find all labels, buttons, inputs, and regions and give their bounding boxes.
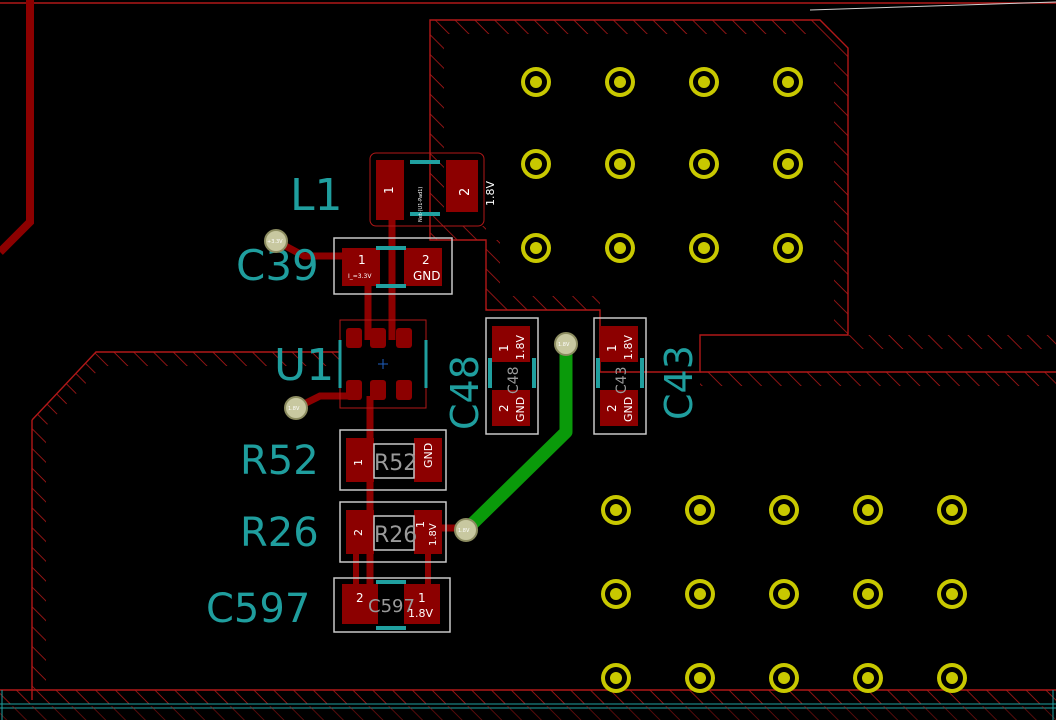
ref-U1: U1 bbox=[274, 340, 334, 391]
fab-label-R52: R52 bbox=[374, 451, 417, 476]
pad-number: 1 bbox=[352, 459, 365, 466]
thermal-via-core bbox=[946, 504, 958, 516]
thermal-via-core bbox=[530, 76, 542, 88]
thermal-via-core bbox=[778, 672, 790, 684]
thermal-via-core bbox=[946, 588, 958, 600]
pad-number: 2 bbox=[352, 529, 365, 536]
thermal-via-core bbox=[782, 158, 794, 170]
ref-R26: R26 bbox=[240, 510, 319, 556]
ref-L1: L1 bbox=[290, 170, 343, 221]
thermal-via-core bbox=[698, 158, 710, 170]
thermal-via-core bbox=[610, 588, 622, 600]
pad-number: 1 bbox=[358, 253, 366, 267]
pad-number: 2 bbox=[497, 404, 511, 412]
component-U1[interactable]: U1 bbox=[274, 319, 428, 409]
svg-text:1.8V: 1.8V bbox=[288, 406, 300, 412]
pad-net-label: 1.8V bbox=[514, 335, 527, 360]
thermal-via-core bbox=[694, 672, 706, 684]
via-1v8-r26 bbox=[454, 518, 478, 542]
component-C48[interactable]: C48 C48 1 1.8V 2 GND bbox=[443, 317, 539, 435]
via-3v3 bbox=[264, 229, 288, 253]
fab-label-C43: C43 bbox=[614, 366, 630, 394]
component-R52[interactable]: R52 R52 1 GND bbox=[240, 429, 447, 491]
signal-vias: +3.3V 1.8V 1.8V 1.8V bbox=[264, 229, 578, 542]
pad-net-label: I_=3.3V bbox=[348, 273, 372, 280]
ref-R52: R52 bbox=[240, 438, 319, 484]
thermal-via-core bbox=[530, 158, 542, 170]
via-array bbox=[521, 67, 967, 693]
thermal-via-core bbox=[694, 504, 706, 516]
thermal-via-core bbox=[862, 672, 874, 684]
pad-net-label: GND bbox=[622, 397, 635, 422]
component-L1[interactable]: L1 1 Net-(U1-Pad1) 2 1.8V bbox=[290, 152, 497, 227]
thermal-via-core bbox=[610, 672, 622, 684]
ref-C597: C597 bbox=[206, 586, 310, 632]
thermal-via-core bbox=[530, 242, 542, 254]
component-R26[interactable]: R26 R26 1 1.8V 2 bbox=[240, 501, 447, 563]
via-1v8-left bbox=[284, 396, 308, 420]
fab-label-C48: C48 bbox=[506, 366, 522, 394]
pad-net-label: 1.8V bbox=[484, 181, 497, 206]
thermal-via-core bbox=[862, 588, 874, 600]
thermal-via-core bbox=[782, 242, 794, 254]
svg-text:1.8V: 1.8V bbox=[458, 528, 470, 534]
thermal-via-core bbox=[778, 504, 790, 516]
ref-C43: C43 bbox=[657, 345, 701, 420]
pad-number: 1 bbox=[605, 344, 619, 352]
pad-number: 2 bbox=[458, 188, 473, 196]
pad-net-label: Net-(U1-Pad1) bbox=[418, 187, 424, 222]
pad-net-label: GND bbox=[422, 443, 435, 468]
thermal-via-core bbox=[946, 672, 958, 684]
pad-number: 1 bbox=[382, 186, 396, 194]
pad-number: 1 bbox=[497, 344, 511, 352]
pad-number: 2 bbox=[422, 253, 430, 267]
thermal-via-core bbox=[698, 242, 710, 254]
pad-net-label: GND bbox=[413, 269, 441, 283]
pad-number: 1 bbox=[414, 521, 427, 528]
thermal-via-core bbox=[698, 76, 710, 88]
pad-net-label: GND bbox=[514, 397, 527, 422]
svg-text:1.8V: 1.8V bbox=[558, 342, 570, 348]
component-C597[interactable]: C597 C597 1 1.8V 2 bbox=[206, 577, 451, 633]
via-1v8-top bbox=[554, 332, 578, 356]
thermal-via-core bbox=[614, 158, 626, 170]
thermal-via-core bbox=[610, 504, 622, 516]
fab-label-C597: C597 bbox=[368, 596, 415, 617]
component-C43[interactable]: C43 C43 1 1.8V 2 GND bbox=[593, 317, 701, 435]
pad-net-label: 1.8V bbox=[428, 523, 439, 546]
thermal-via-core bbox=[778, 588, 790, 600]
thermal-via-core bbox=[862, 504, 874, 516]
thermal-via-core bbox=[614, 242, 626, 254]
thermal-via-core bbox=[782, 76, 794, 88]
thermal-via-core bbox=[614, 76, 626, 88]
pad-number: 2 bbox=[605, 404, 619, 412]
ref-C48: C48 bbox=[443, 355, 487, 430]
fab-label-R26: R26 bbox=[374, 523, 417, 548]
pad-number: 2 bbox=[356, 591, 364, 605]
svg-text:+3.3V: +3.3V bbox=[267, 239, 283, 245]
thermal-via-core bbox=[694, 588, 706, 600]
pad-number: 1 bbox=[418, 591, 426, 605]
pad-net-label: 1.8V bbox=[622, 335, 635, 360]
pad-net-label: 1.8V bbox=[408, 607, 433, 620]
